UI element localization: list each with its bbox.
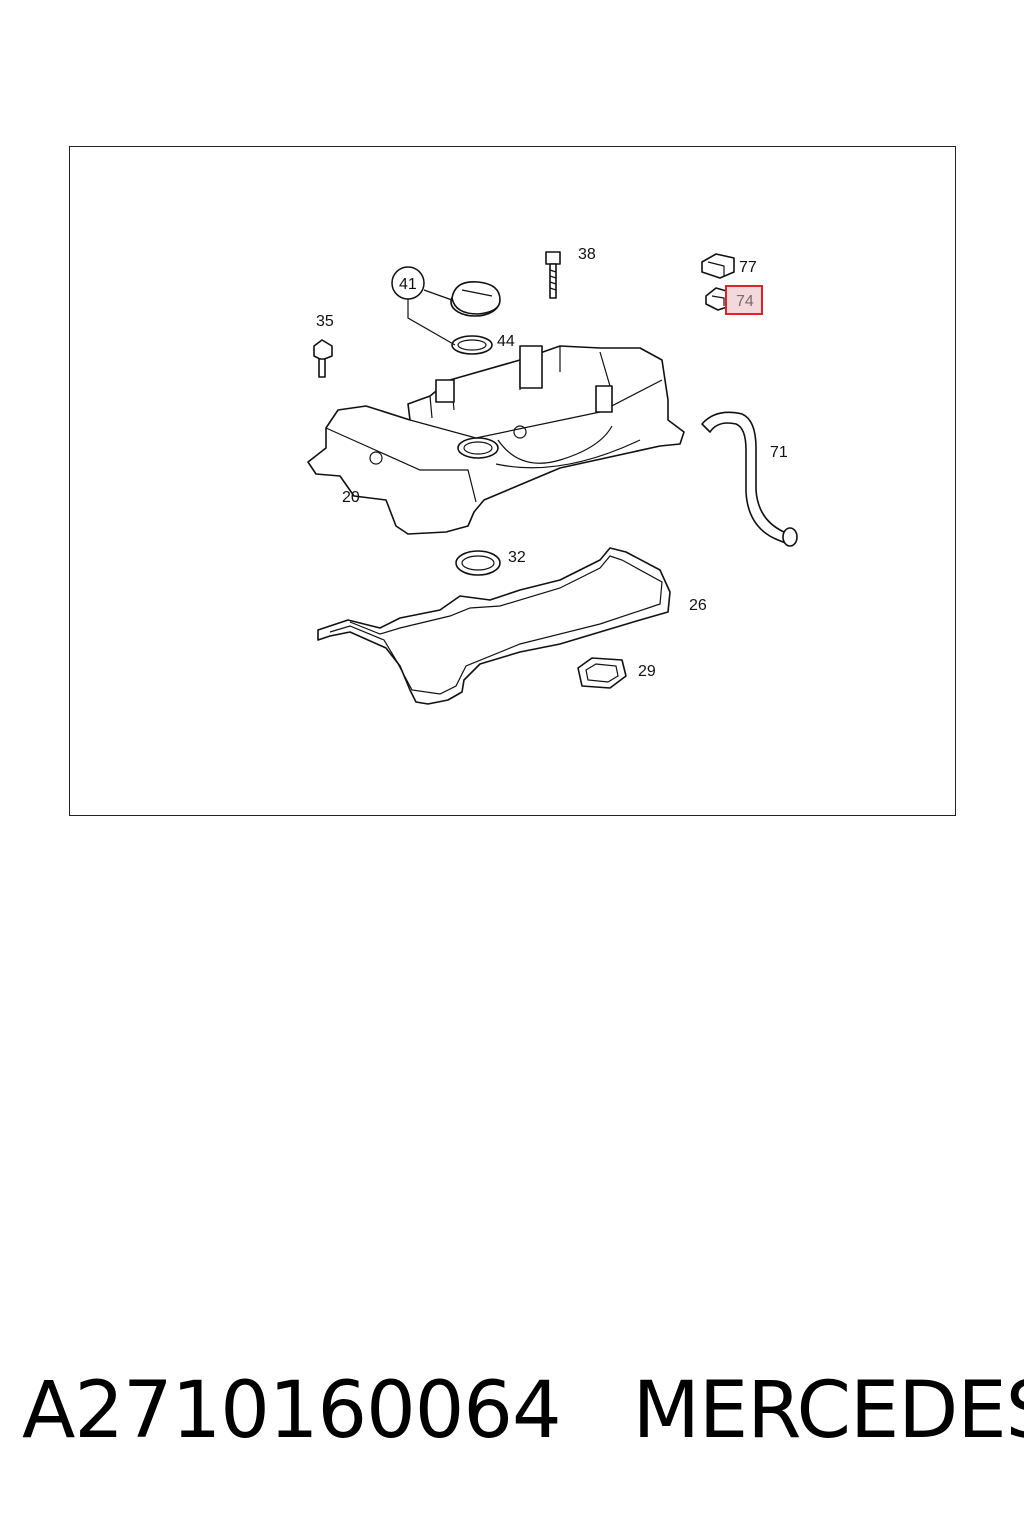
- oil-filler-cap: [450, 281, 501, 317]
- callout-74: 74: [736, 293, 754, 310]
- bolt-35: [313, 339, 333, 378]
- diagram-frame: [69, 146, 956, 816]
- callout-41: 41: [399, 276, 417, 293]
- part-caption: A2710160064 MERCEDES: [22, 1366, 1024, 1466]
- callout-35: 35: [316, 313, 334, 330]
- clip-77: [701, 253, 735, 279]
- callout-41-leader: [407, 289, 456, 346]
- gasket-29: [577, 657, 627, 689]
- callout-38: 38: [578, 246, 596, 263]
- cylinder-head-cover-20: [307, 345, 685, 535]
- callout-77: 77: [739, 259, 757, 276]
- bolt-38: [545, 251, 561, 299]
- callout-44: 44: [497, 333, 515, 350]
- seal-ring-44: [451, 335, 493, 355]
- callout-71: 71: [770, 444, 788, 461]
- callout-20: 20: [342, 489, 360, 506]
- callout-74-highlight: [725, 285, 763, 315]
- exploded-parts-diagram: 41 44 38 77 74 35 71 20 32 26 29: [307, 246, 798, 705]
- hose-71: [701, 411, 798, 547]
- part-number: A2710160064: [22, 1366, 562, 1456]
- callout-26: 26: [689, 597, 707, 614]
- callout-32: 32: [508, 549, 526, 566]
- brand-name: MERCEDES: [632, 1366, 1024, 1456]
- callout-29: 29: [638, 663, 656, 680]
- seal-ring-32: [455, 550, 501, 576]
- gasket-26: [317, 547, 671, 705]
